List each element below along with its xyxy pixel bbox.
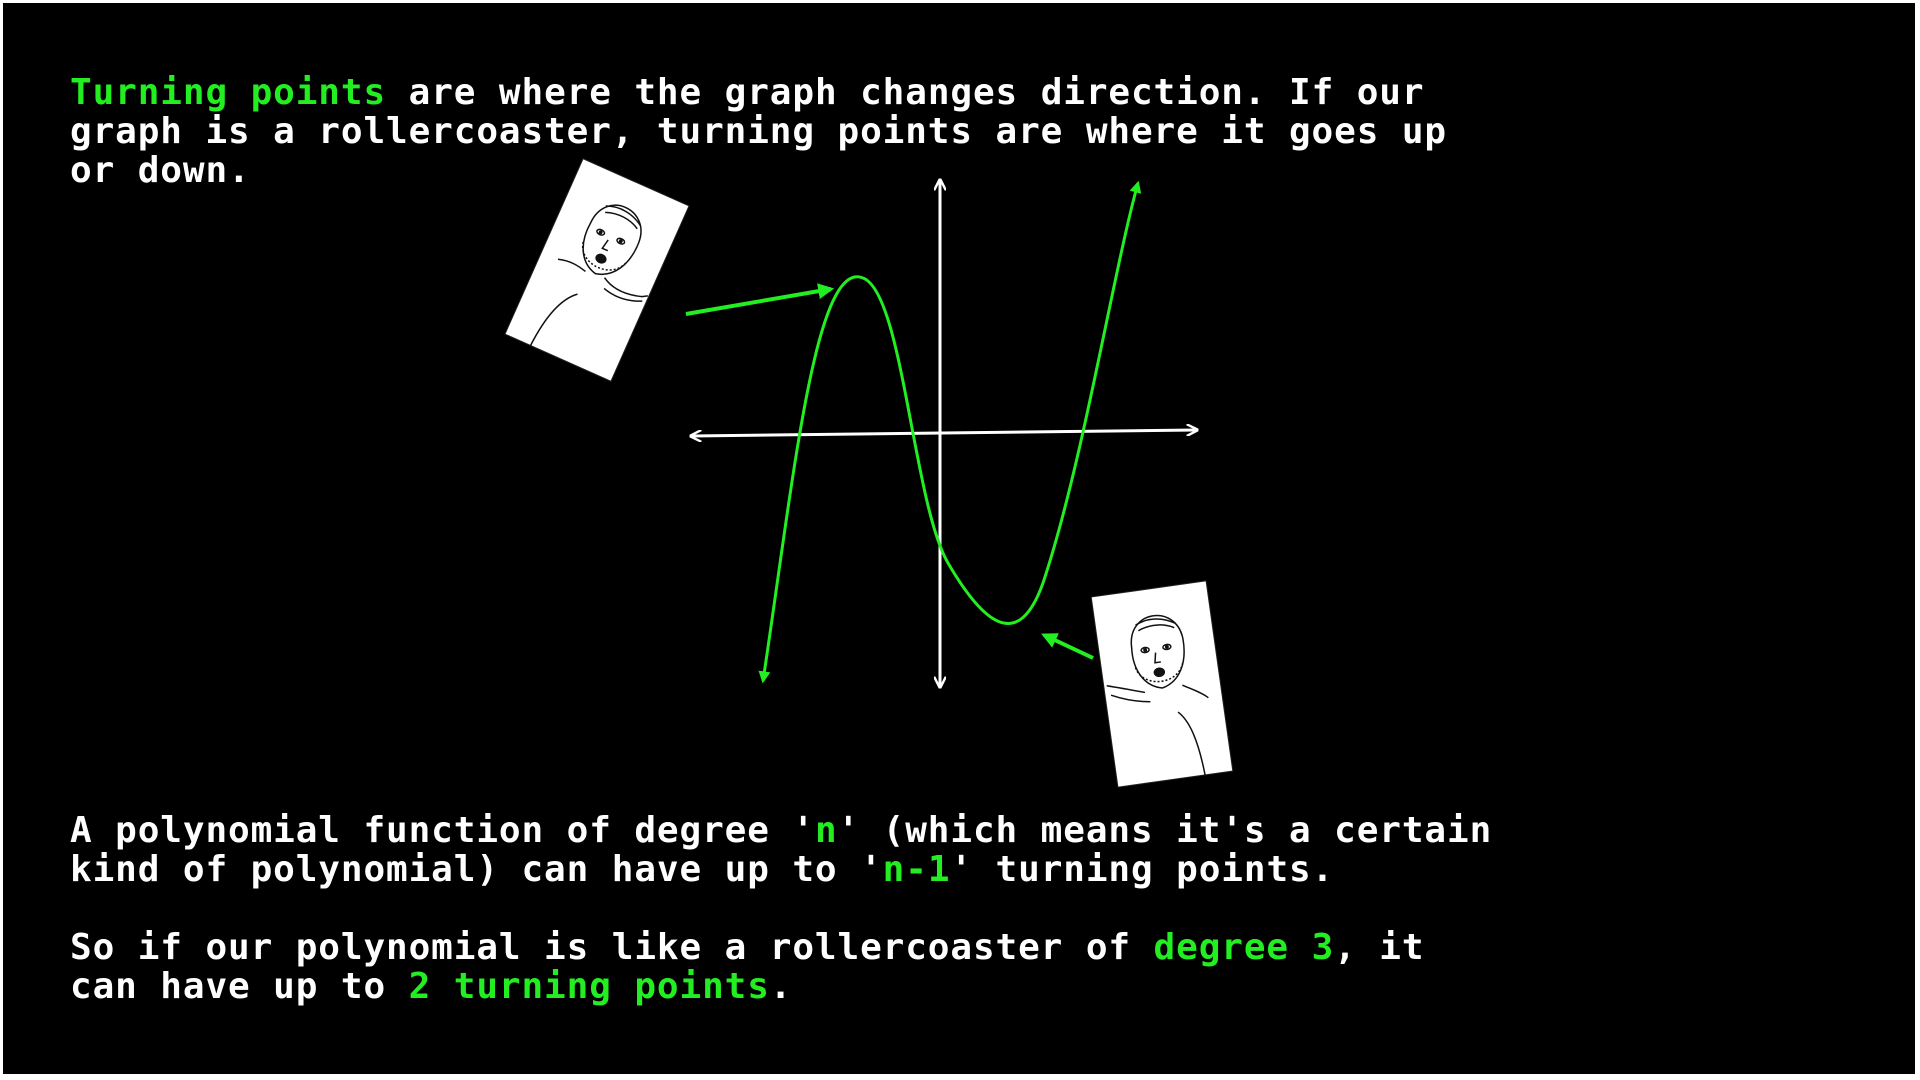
n-minus-1-highlight: n-1 [882, 849, 951, 890]
example-text: So if our polynomial is like a rollercoa… [70, 928, 1424, 1006]
example-line-2-a: can have up to [70, 966, 409, 1007]
intro-line-1: are where the graph changes direction. I… [386, 72, 1425, 113]
arrow-to-minimum [1041, 633, 1094, 660]
example-line-1-a: So if our polynomial is like a rollercoa… [70, 927, 1154, 968]
intro-line-3: or down. [70, 150, 251, 191]
intro-text: Turning points are where the graph chang… [70, 73, 1447, 190]
rule-line-2-b: ' turning points. [950, 849, 1335, 890]
cubic-curve [758, 180, 1142, 684]
two-turning-points-highlight: 2 turning points [408, 966, 770, 1007]
rule-line-2-a: kind of polynomial) can have up to ' [70, 849, 883, 890]
degree-n-highlight: n [814, 810, 838, 851]
x-axis [692, 430, 1196, 436]
arrow-to-maximum [685, 283, 835, 316]
rule-text: A polynomial function of degree 'n' (whi… [70, 811, 1492, 889]
slide: Turning points are where the graph chang… [3, 3, 1915, 1074]
pointing-man-card-bottom [1090, 580, 1234, 788]
degree-3-highlight: degree 3 [1153, 927, 1335, 968]
rule-line-1-a: A polynomial function of degree ' [70, 810, 815, 851]
rule-line-1-b: ' (which means it's a certain [837, 810, 1493, 851]
example-line-1-b: , it [1334, 927, 1425, 968]
turning-points-diagram [504, 158, 1234, 788]
turning-points-highlight: Turning points [70, 72, 387, 113]
example-line-2-b: . [769, 966, 793, 1007]
intro-line-2: graph is a rollercoaster, turning points… [70, 111, 1448, 152]
pointing-man-card-top [504, 158, 690, 382]
